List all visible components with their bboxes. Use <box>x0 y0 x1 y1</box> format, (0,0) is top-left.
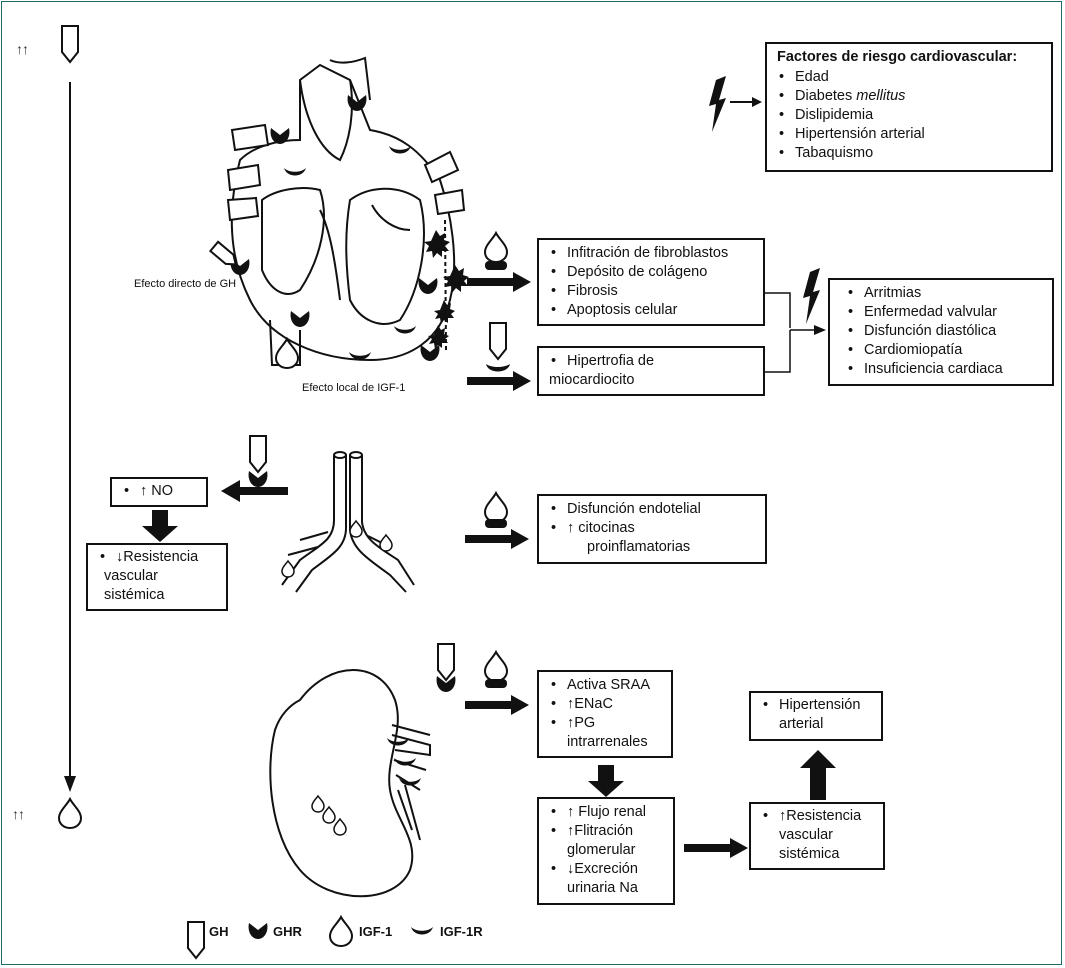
kidney-item: ↑PG <box>549 714 663 733</box>
legend-igf1r-icon <box>411 927 433 935</box>
kidney-continuation: intrarrenales <box>567 734 648 750</box>
hypertrophy-box: Hipertrofia de miocardiocito <box>537 346 765 396</box>
renal-continuation: glomerular <box>567 842 636 858</box>
cardiac-outcomes-box: Arritmias Enfermedad valvular Disfunción… <box>828 278 1054 386</box>
risk-item: Edad <box>777 68 1043 87</box>
resistance-line: ↓Resistencia <box>98 548 218 567</box>
label-direct-gh-effect: Efecto directo de GH <box>134 278 237 290</box>
resistance-line: vascular <box>779 827 833 843</box>
endothelial-item: Disfunción endotelial <box>549 500 757 519</box>
igf1-kidney-symbol <box>484 651 508 682</box>
arrow-to-no <box>221 480 288 502</box>
legend-ghr-label: GHR <box>273 924 302 939</box>
kidney-item: ↑ENaC <box>549 695 663 714</box>
risk-item: Dislipidemia <box>777 106 1043 125</box>
outcome-item: Insuficiencia cardiaca <box>846 360 1044 379</box>
gh-hypertrophy-symbol <box>489 322 507 360</box>
renal-item: ↓Excreción <box>549 860 665 879</box>
label-local-igf1-effect: Efecto local de IGF-1 <box>302 382 406 394</box>
igf1-fibrosis-symbol <box>484 232 508 263</box>
renal-item: ↑Flitración <box>549 822 665 841</box>
resistance-decrease-box: ↓Resistencia vascular sistémica <box>86 543 228 611</box>
igf1-bottom-symbol <box>58 798 82 829</box>
arrow-to-hypertrophy <box>467 371 531 391</box>
legend-igf1-label: IGF-1 <box>359 924 393 939</box>
heart-illustration <box>226 56 466 366</box>
resistance-line: sistémica <box>104 587 165 603</box>
resistance-line: vascular <box>104 568 158 584</box>
endothelial-effects-box: Disfunción endotelial ↑ citocinas proinf… <box>537 494 767 564</box>
fibrosis-item: Depósito de colágeno <box>549 263 755 282</box>
gh-vessel-symbol <box>249 435 267 473</box>
hypertrophy-line: Hipertrofia de <box>549 352 755 371</box>
legend-igf1-icon <box>329 916 353 947</box>
legend-igf1r-label: IGF-1R <box>440 924 483 939</box>
outcome-item: Enfermedad valvular <box>846 303 1044 322</box>
legend-gh-label: GH <box>209 924 229 939</box>
resistance-line: sistémica <box>779 846 840 862</box>
risk-item: Tabaquismo <box>777 144 1043 163</box>
endothelial-continuation: proinflamatorias <box>587 539 691 555</box>
connector-to-outcomes <box>765 292 816 373</box>
bottom-increase-marker: ↑↑ <box>12 806 25 822</box>
fibrosis-effects-box: Infitración de fibroblastos Depósito de … <box>537 238 765 326</box>
endothelial-item: ↑ citocinas <box>549 519 757 538</box>
arrow-no-to-resistance <box>142 510 178 542</box>
risk-factors-box: Factores de riesgo cardiovascular: Edad … <box>765 42 1053 172</box>
kidney-item: Activa SRAA <box>549 676 663 695</box>
resistance-increase-box: ↑Resistencia vascular sistémica <box>749 802 885 870</box>
risk-item: Diabetes mellitus <box>777 87 1043 106</box>
kidney-illustration <box>269 669 431 898</box>
fibrosis-item: Fibrosis <box>549 282 755 301</box>
vessel-illustration <box>281 451 415 593</box>
fibrosis-item: Apoptosis celular <box>549 301 755 320</box>
lightning-risk-icon <box>709 76 726 132</box>
hypertension-box: Hipertensión arterial <box>749 691 883 741</box>
resistance-line: ↑Resistencia <box>761 807 875 826</box>
renal-continuation: urinaria Na <box>567 880 638 896</box>
arrow-to-fibrosis <box>467 272 531 292</box>
kidney-effects-box: Activa SRAA ↑ENaC ↑PG intrarrenales <box>537 670 673 758</box>
outcome-item: Cardiomiopatía <box>846 341 1044 360</box>
gh-kidney-symbol <box>437 643 455 681</box>
arrow-flow-to-resistance <box>684 838 748 858</box>
risk-item: Hipertensión arterial <box>777 125 1043 144</box>
igf1-endothelial-symbol <box>484 492 508 523</box>
lightning-outcomes-icon <box>803 268 820 324</box>
fibrosis-spikes <box>424 230 469 349</box>
fibrosis-item: Infitración de fibroblastos <box>549 244 755 263</box>
hypertension-line: arterial <box>779 716 824 732</box>
outcome-item: Arritmias <box>846 284 1044 303</box>
renal-flow-box: ↑ Flujo renal ↑Flitración glomerular ↓Ex… <box>537 797 675 905</box>
outcome-item: Disfunción diastólica <box>846 322 1044 341</box>
top-increase-marker: ↑↑ <box>16 41 29 57</box>
legend-gh-icon <box>187 921 205 959</box>
no-item: ↑ NO <box>122 482 198 501</box>
hypertrophy-line: miocardiocito <box>549 372 635 388</box>
legend-ghr-icon <box>248 923 268 939</box>
risk-factors-title: Factores de riesgo cardiovascular: <box>777 49 1018 65</box>
arrow-to-endothelial <box>465 529 529 549</box>
arrow-sraa-to-flow <box>588 765 624 797</box>
arrow-to-kidney-effects <box>465 695 529 715</box>
gh-top-symbol <box>61 25 79 63</box>
left-time-arrow <box>58 25 82 829</box>
arrow-resistance-to-hypertension <box>800 750 836 800</box>
gh-direct-pointer <box>208 240 237 266</box>
hypertension-line: Hipertensión <box>761 696 873 715</box>
renal-item: ↑ Flujo renal <box>549 803 665 822</box>
nitric-oxide-box: ↑ NO <box>110 477 208 507</box>
